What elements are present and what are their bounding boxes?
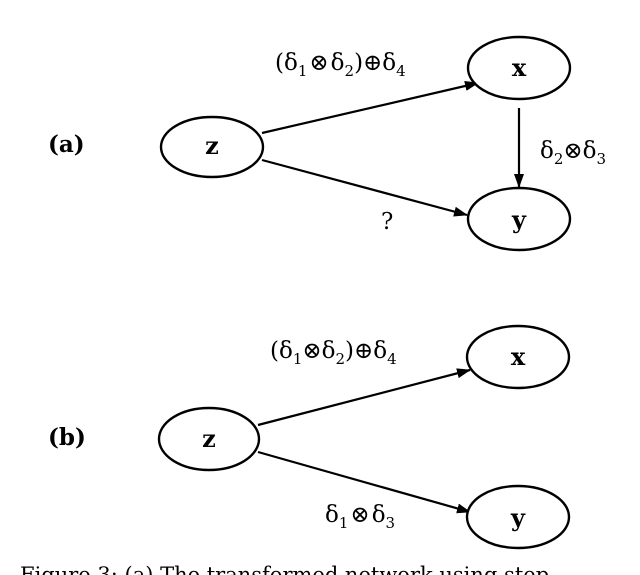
node-b-x: x — [465, 324, 571, 390]
edge-a-z-to-y — [261, 158, 468, 217]
node-a-y: y — [466, 186, 572, 252]
panel-b: (b) z x y (δ1⊗δ2)⊕δ4 δ1⊗δ3 — [48, 324, 571, 550]
node-b-y: y — [465, 484, 571, 550]
panel-b-label: (b) — [48, 424, 86, 451]
edge-a-z-y-label: ? — [381, 209, 393, 235]
node-b-y-label: y — [510, 503, 526, 532]
node-a-z: z — [159, 115, 265, 179]
node-a-y-label: y — [511, 205, 527, 234]
panel-a: (a) z x y (δ1⊗δ2)⊕δ4 δ2⊗δ3 ? — [48, 35, 606, 252]
edge-a-x-y-label: δ2⊗δ3 — [540, 138, 606, 168]
edge-b-z-to-y — [257, 450, 471, 514]
edge-b-z-x-label: (δ1⊗δ2)⊕δ4 — [270, 338, 397, 368]
node-a-z-label: z — [205, 131, 219, 160]
edge-b-z-y-label: δ1⊗δ3 — [325, 502, 395, 532]
edge-a-z-x-label: (δ1⊗δ2)⊕δ4 — [275, 50, 406, 80]
node-a-x: x — [466, 35, 572, 101]
node-b-z: z — [157, 406, 261, 472]
node-b-z-label: z — [202, 424, 216, 453]
panel-a-label: (a) — [48, 131, 85, 158]
figure-caption: Figure 3: (a) The transformed network us… — [20, 563, 549, 575]
edge-a-z-to-x — [261, 81, 479, 135]
edge-b-z-to-x — [257, 368, 471, 427]
node-b-x-label: x — [511, 342, 526, 371]
node-a-x-label: x — [512, 53, 527, 82]
